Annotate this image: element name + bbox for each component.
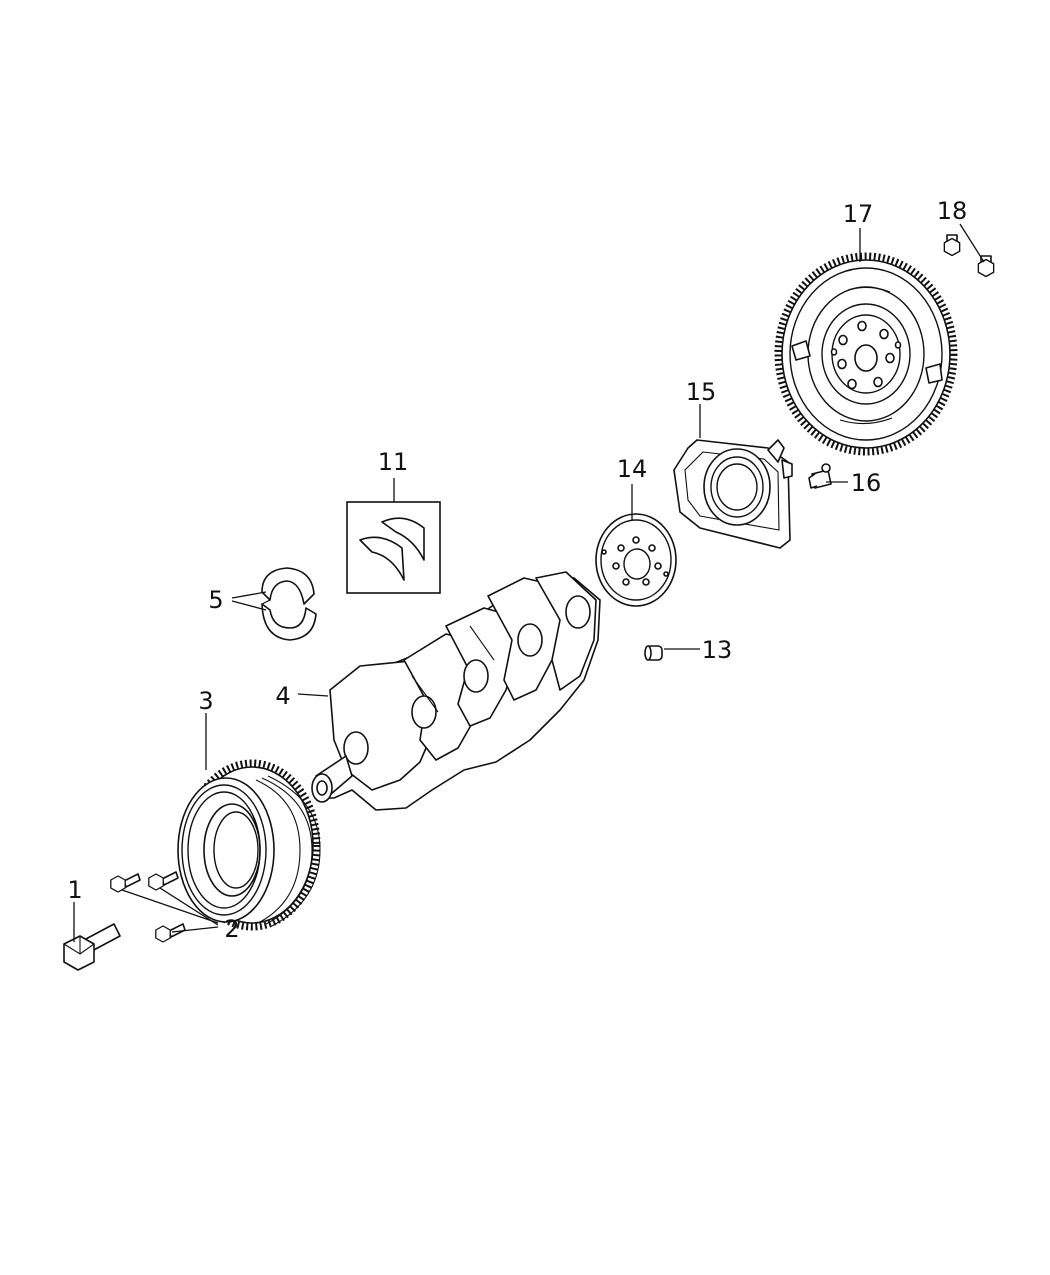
crankshaft-part — [311, 571, 601, 811]
callout-1: 1 — [67, 876, 82, 904]
callout-2: 2 — [224, 915, 239, 943]
callout-18: 18 — [937, 197, 968, 225]
main-bearing-part — [261, 567, 317, 641]
flywheel-bolt-part — [943, 234, 995, 278]
tone-wheel-part — [595, 513, 677, 607]
pilot-bushing-part — [644, 645, 663, 661]
damper-bolt-part — [110, 871, 186, 943]
thrust-washers-part — [346, 501, 441, 594]
callout-3: 3 — [198, 687, 213, 715]
callout-16: 16 — [851, 469, 882, 497]
callout-15: 15 — [686, 378, 717, 406]
flywheel-part — [774, 252, 958, 456]
callout-17: 17 — [843, 200, 874, 228]
callout-14: 14 — [617, 455, 648, 483]
rear-seal-retainer-part — [673, 439, 793, 549]
crank-bolt-part — [63, 923, 121, 971]
retainer-bolt-part — [808, 463, 832, 489]
callout-5: 5 — [208, 586, 223, 614]
callout-11: 11 — [378, 448, 409, 476]
leader-lines — [73, 223, 985, 942]
callout-4: 4 — [275, 682, 290, 710]
vibration-damper-part — [177, 759, 321, 931]
callout-13: 13 — [702, 636, 733, 664]
